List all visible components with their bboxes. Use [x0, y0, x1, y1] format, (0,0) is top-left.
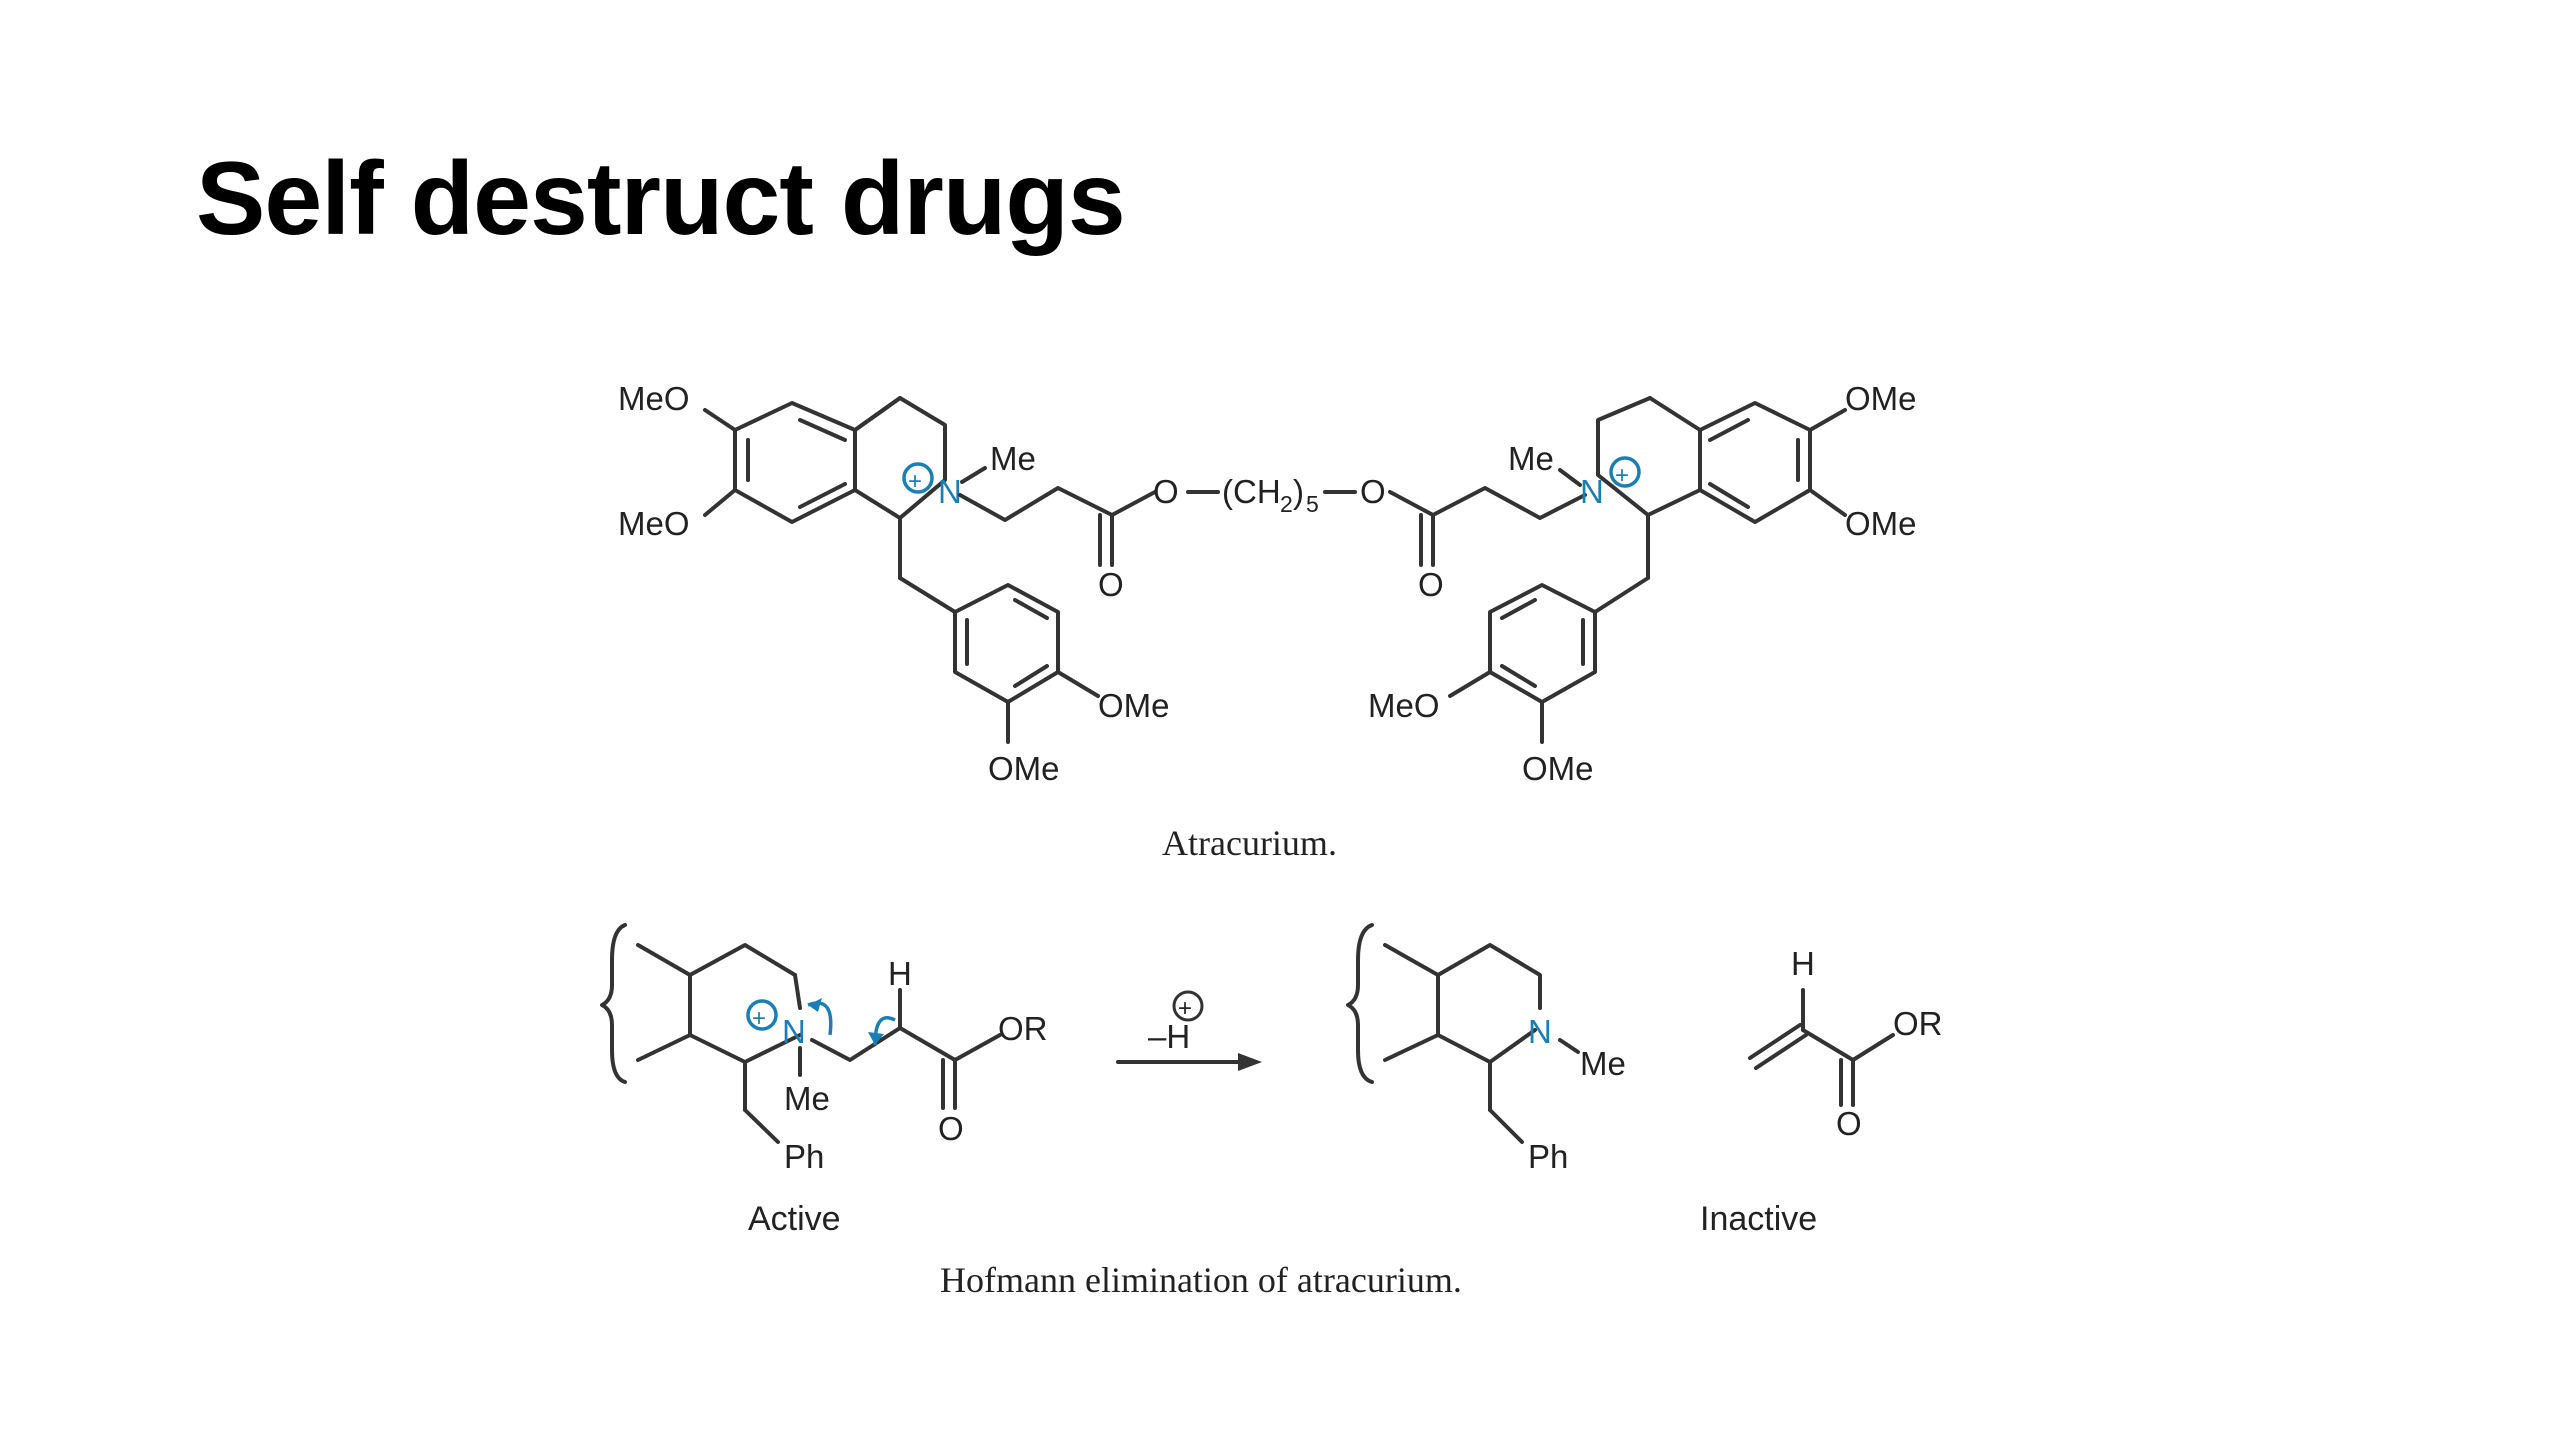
carbonyl-oxygen-label: O: [1836, 1105, 1862, 1142]
positive-charge-icon: [902, 462, 934, 494]
plus-sign: +: [752, 1005, 766, 1032]
plus-sign: +: [1178, 995, 1192, 1022]
arrow-head-icon: [808, 998, 822, 1012]
inactive-label: Inactive: [1700, 1200, 1817, 1238]
product-acrylate: H O OR: [1748, 945, 1943, 1142]
active-structure: Ph + N Me H O OR: [600, 923, 1048, 1175]
carbonyl-oxygen-label: O: [938, 1110, 964, 1147]
methyl-label: Me: [784, 1080, 830, 1117]
positive-charge-icon: [746, 999, 778, 1031]
active-label: Active: [748, 1200, 841, 1238]
ester-oxygen-label: O: [1153, 473, 1179, 510]
nitrogen-label: N: [1580, 473, 1604, 510]
carbonyl-oxygen-label: O: [1098, 566, 1124, 603]
proton-charge-icon: [1172, 990, 1204, 1022]
nitrogen-label: N: [782, 1013, 806, 1050]
methoxy-label: OMe: [1522, 750, 1594, 787]
reaction-arrow: + –H: [1116, 990, 1262, 1071]
nitrogen-label: N: [1528, 1013, 1552, 1050]
hofmann-caption: Hofmann elimination of atracurium.: [940, 1260, 1462, 1300]
hydrogen-label: H: [1791, 945, 1815, 982]
ester-oxygen-label: O: [1360, 473, 1386, 510]
linker-subscript: 2: [1280, 491, 1293, 517]
atracurium-caption: Atracurium.: [1162, 823, 1337, 863]
product-amine: Ph N Me: [1346, 923, 1626, 1175]
plus-sign: +: [908, 468, 922, 495]
carbonyl-oxygen-label: O: [1418, 566, 1444, 603]
atracurium-structure: MeO MeO + N Me O O (CH 2 ) 5 O O: [618, 380, 1917, 787]
left-benzyl-ring: [953, 583, 1060, 704]
methyl-label: Me: [1508, 440, 1554, 477]
arrow-head-icon: [868, 1032, 884, 1045]
methoxy-label: OMe: [1098, 687, 1170, 724]
linker-close: ): [1293, 473, 1304, 510]
meo-label: MeO: [618, 505, 690, 542]
reagent-label: –H: [1148, 1018, 1190, 1055]
nitrogen-label: N: [938, 473, 962, 510]
linker-subscript: 5: [1306, 491, 1319, 517]
plus-sign: +: [1615, 462, 1629, 489]
methoxy-label: OMe: [1845, 380, 1917, 417]
curved-arrow-icon: [807, 1001, 833, 1036]
methyl-label: Me: [1580, 1045, 1626, 1082]
left-isoquinoline-ring: [733, 396, 947, 524]
ester-or-label: OR: [1893, 1005, 1943, 1042]
methoxy-label: OMe: [1845, 505, 1917, 542]
meo-label: MeO: [618, 380, 690, 417]
positive-charge-icon: [1609, 456, 1641, 488]
right-benzyl-ring: [1488, 583, 1597, 704]
phenyl-label: Ph: [1528, 1138, 1568, 1175]
methyl-label: Me: [990, 440, 1036, 477]
hydrogen-label: H: [888, 955, 912, 992]
phenyl-label: Ph: [784, 1138, 824, 1175]
ester-or-label: OR: [998, 1010, 1048, 1047]
slide-title: Self destruct drugs: [196, 141, 1126, 257]
methoxy-label: OMe: [988, 750, 1060, 787]
methoxy-label: MeO: [1368, 687, 1440, 724]
linker-label: (CH: [1222, 473, 1281, 510]
